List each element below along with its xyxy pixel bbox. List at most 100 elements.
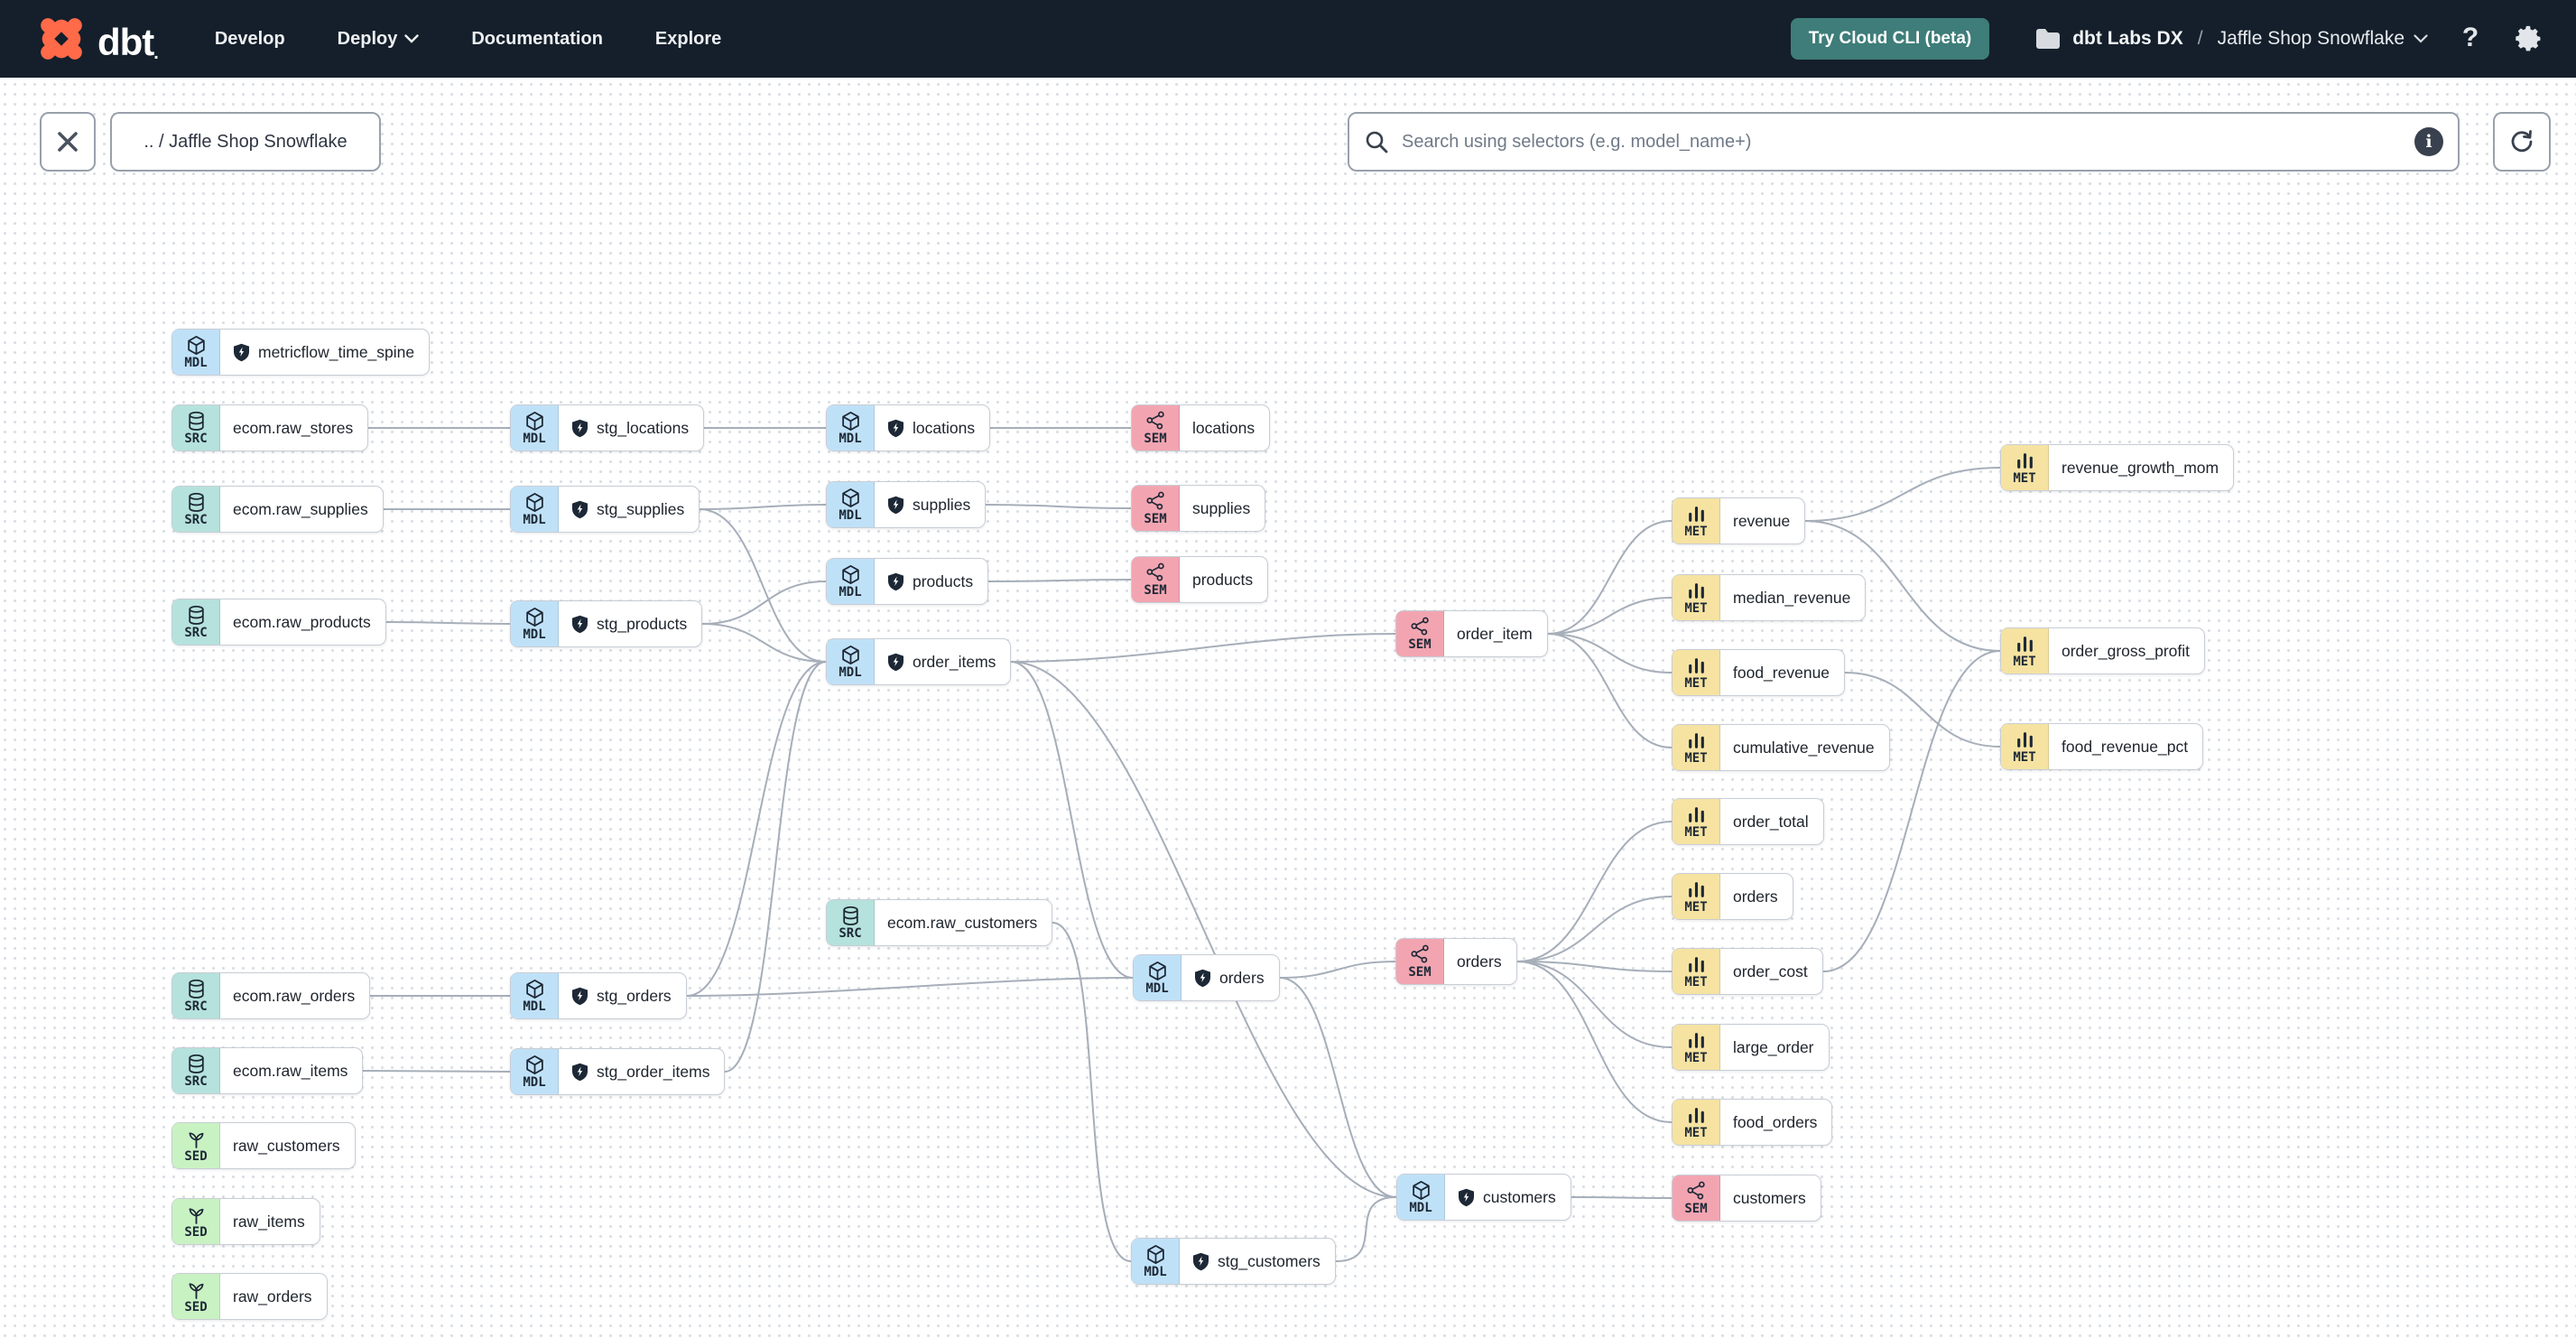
node-type-code: MET <box>1684 900 1708 915</box>
try-cloud-cli-button[interactable]: Try Cloud CLI (beta) <box>1790 18 1990 60</box>
mdl-type-badge: MDL <box>1397 1175 1445 1220</box>
metric-bars-icon <box>2016 732 2033 748</box>
shield-icon <box>1192 1252 1209 1271</box>
nav-item-explore[interactable]: Explore <box>654 28 722 49</box>
node-type-code: MDL <box>839 508 862 523</box>
metric-bars-icon <box>1688 733 1704 748</box>
edge-sem_order_item-to-median_revenue <box>1547 597 1673 635</box>
edge-sem_orders-to-food_orders <box>1516 961 1673 1123</box>
mdl-type-badge: MDL <box>511 973 559 1018</box>
shield-icon <box>887 572 904 591</box>
close-lineage-button[interactable] <box>40 112 96 172</box>
brand-text: dbt <box>97 21 154 63</box>
node-label: stg_locations <box>597 418 690 437</box>
seed-sprout-icon <box>189 1283 203 1299</box>
node-type-code: SEM <box>1144 512 1167 526</box>
search-input[interactable] <box>1400 130 2414 153</box>
src-type-badge: SRC <box>172 973 220 1018</box>
met-type-badge: MET <box>1673 799 1720 844</box>
info-icon[interactable]: i <box>2414 127 2443 156</box>
shield-icon <box>887 653 904 672</box>
node-label: stg_customers <box>1218 1251 1320 1270</box>
node-type-code: SEM <box>1144 583 1167 598</box>
node-label: stg_orders <box>597 986 672 1005</box>
src-type-badge: SRC <box>172 1048 220 1093</box>
edge-stg_products-to-order_items <box>701 623 827 663</box>
node-type-code: MDL <box>523 1075 546 1090</box>
node-label: orders <box>1219 968 1265 987</box>
node-stg_orders[interactable]: MDL stg_orders <box>510 972 687 1019</box>
node-type-code: MDL <box>839 665 862 680</box>
node-type-code: MET <box>1684 825 1708 840</box>
lineage-breadcrumb[interactable]: .. / Jaffle Shop Snowflake <box>110 112 381 172</box>
chevron-down-icon <box>404 34 420 43</box>
edge-stg_products-to-products <box>701 581 827 625</box>
node-type-code: MET <box>1684 525 1708 539</box>
nav-item-deploy[interactable]: Deploy <box>338 29 420 50</box>
model-cube-icon <box>841 411 859 432</box>
node-type-code: SED <box>184 1225 208 1240</box>
dbt-logo[interactable]: dbt . <box>36 14 159 64</box>
semantic-graph-icon <box>1686 1181 1705 1200</box>
src-type-badge: SRC <box>172 487 220 532</box>
settings-gear-icon[interactable] <box>2513 23 2544 54</box>
account-name[interactable]: dbt Labs DX <box>2072 28 2183 49</box>
met-type-badge: MET <box>1673 1025 1720 1070</box>
shield-icon <box>1194 969 1211 988</box>
project-selector[interactable]: Jaffle Shop Snowflake <box>2218 28 2428 50</box>
node-type-code: SRC <box>184 513 208 527</box>
edge-src_customers-to-stg_customers <box>1052 922 1132 1262</box>
nav-item-documentation[interactable]: Documentation <box>471 28 603 49</box>
met-type-badge: MET <box>1673 650 1720 695</box>
sed-type-badge: SED <box>172 1199 220 1244</box>
nav-item-develop[interactable]: Develop <box>214 28 285 49</box>
node-label: products <box>913 571 974 590</box>
model-cube-icon <box>525 979 543 999</box>
refresh-button[interactable] <box>2493 112 2551 172</box>
close-icon <box>58 132 78 152</box>
edge-sem_order_item-to-revenue <box>1547 520 1673 635</box>
semantic-graph-icon <box>1145 562 1164 581</box>
help-icon[interactable]: ? <box>2459 23 2482 54</box>
